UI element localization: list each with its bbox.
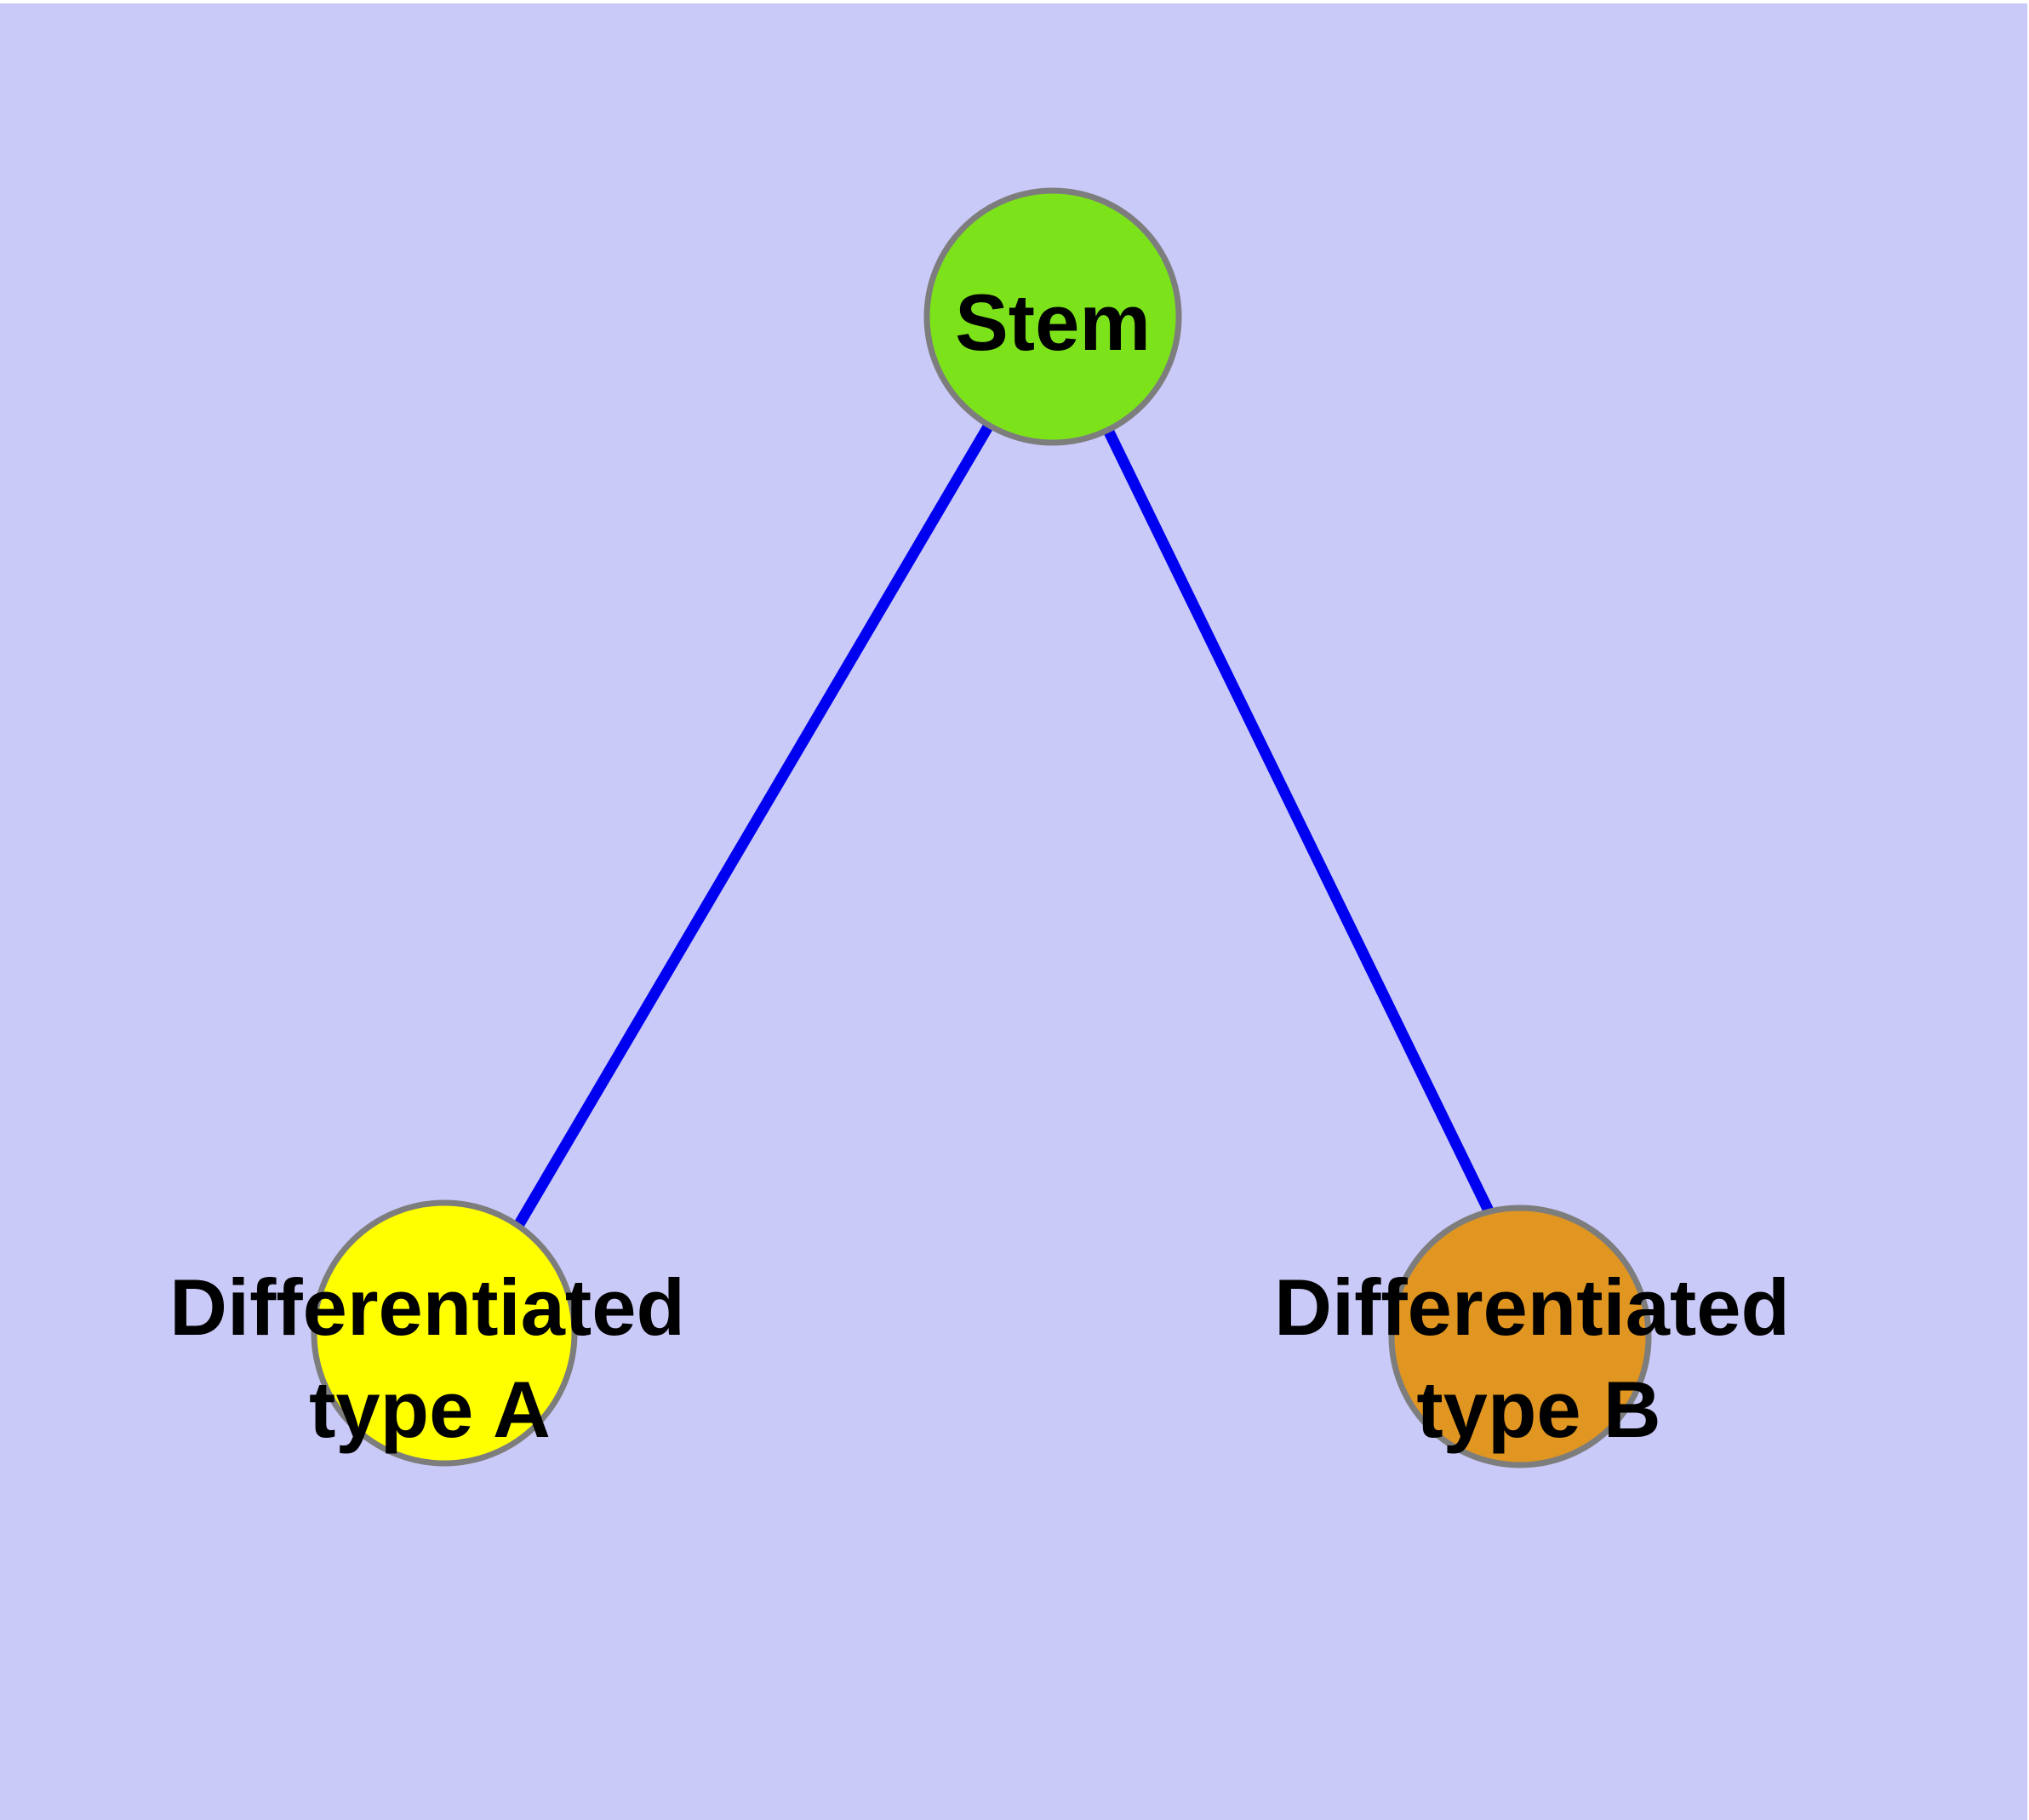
type-a-node-label-line2: type A	[309, 1365, 551, 1454]
stem-node-circle	[923, 187, 1182, 446]
type-b-node-circle	[1388, 1205, 1652, 1468]
stem-node-label: Stem	[955, 278, 1151, 367]
type-b-node-label-line2: type B	[1416, 1365, 1660, 1454]
edge-stem-to-type-a	[506, 313, 1058, 1242]
edge-stem-to-type-b	[1048, 314, 1507, 1241]
type-a-node-label-line1: Differentiated	[169, 1262, 685, 1352]
type-a-node-circle	[311, 1199, 578, 1467]
type-b-node-label-line1: Differentiated	[1274, 1262, 1790, 1352]
